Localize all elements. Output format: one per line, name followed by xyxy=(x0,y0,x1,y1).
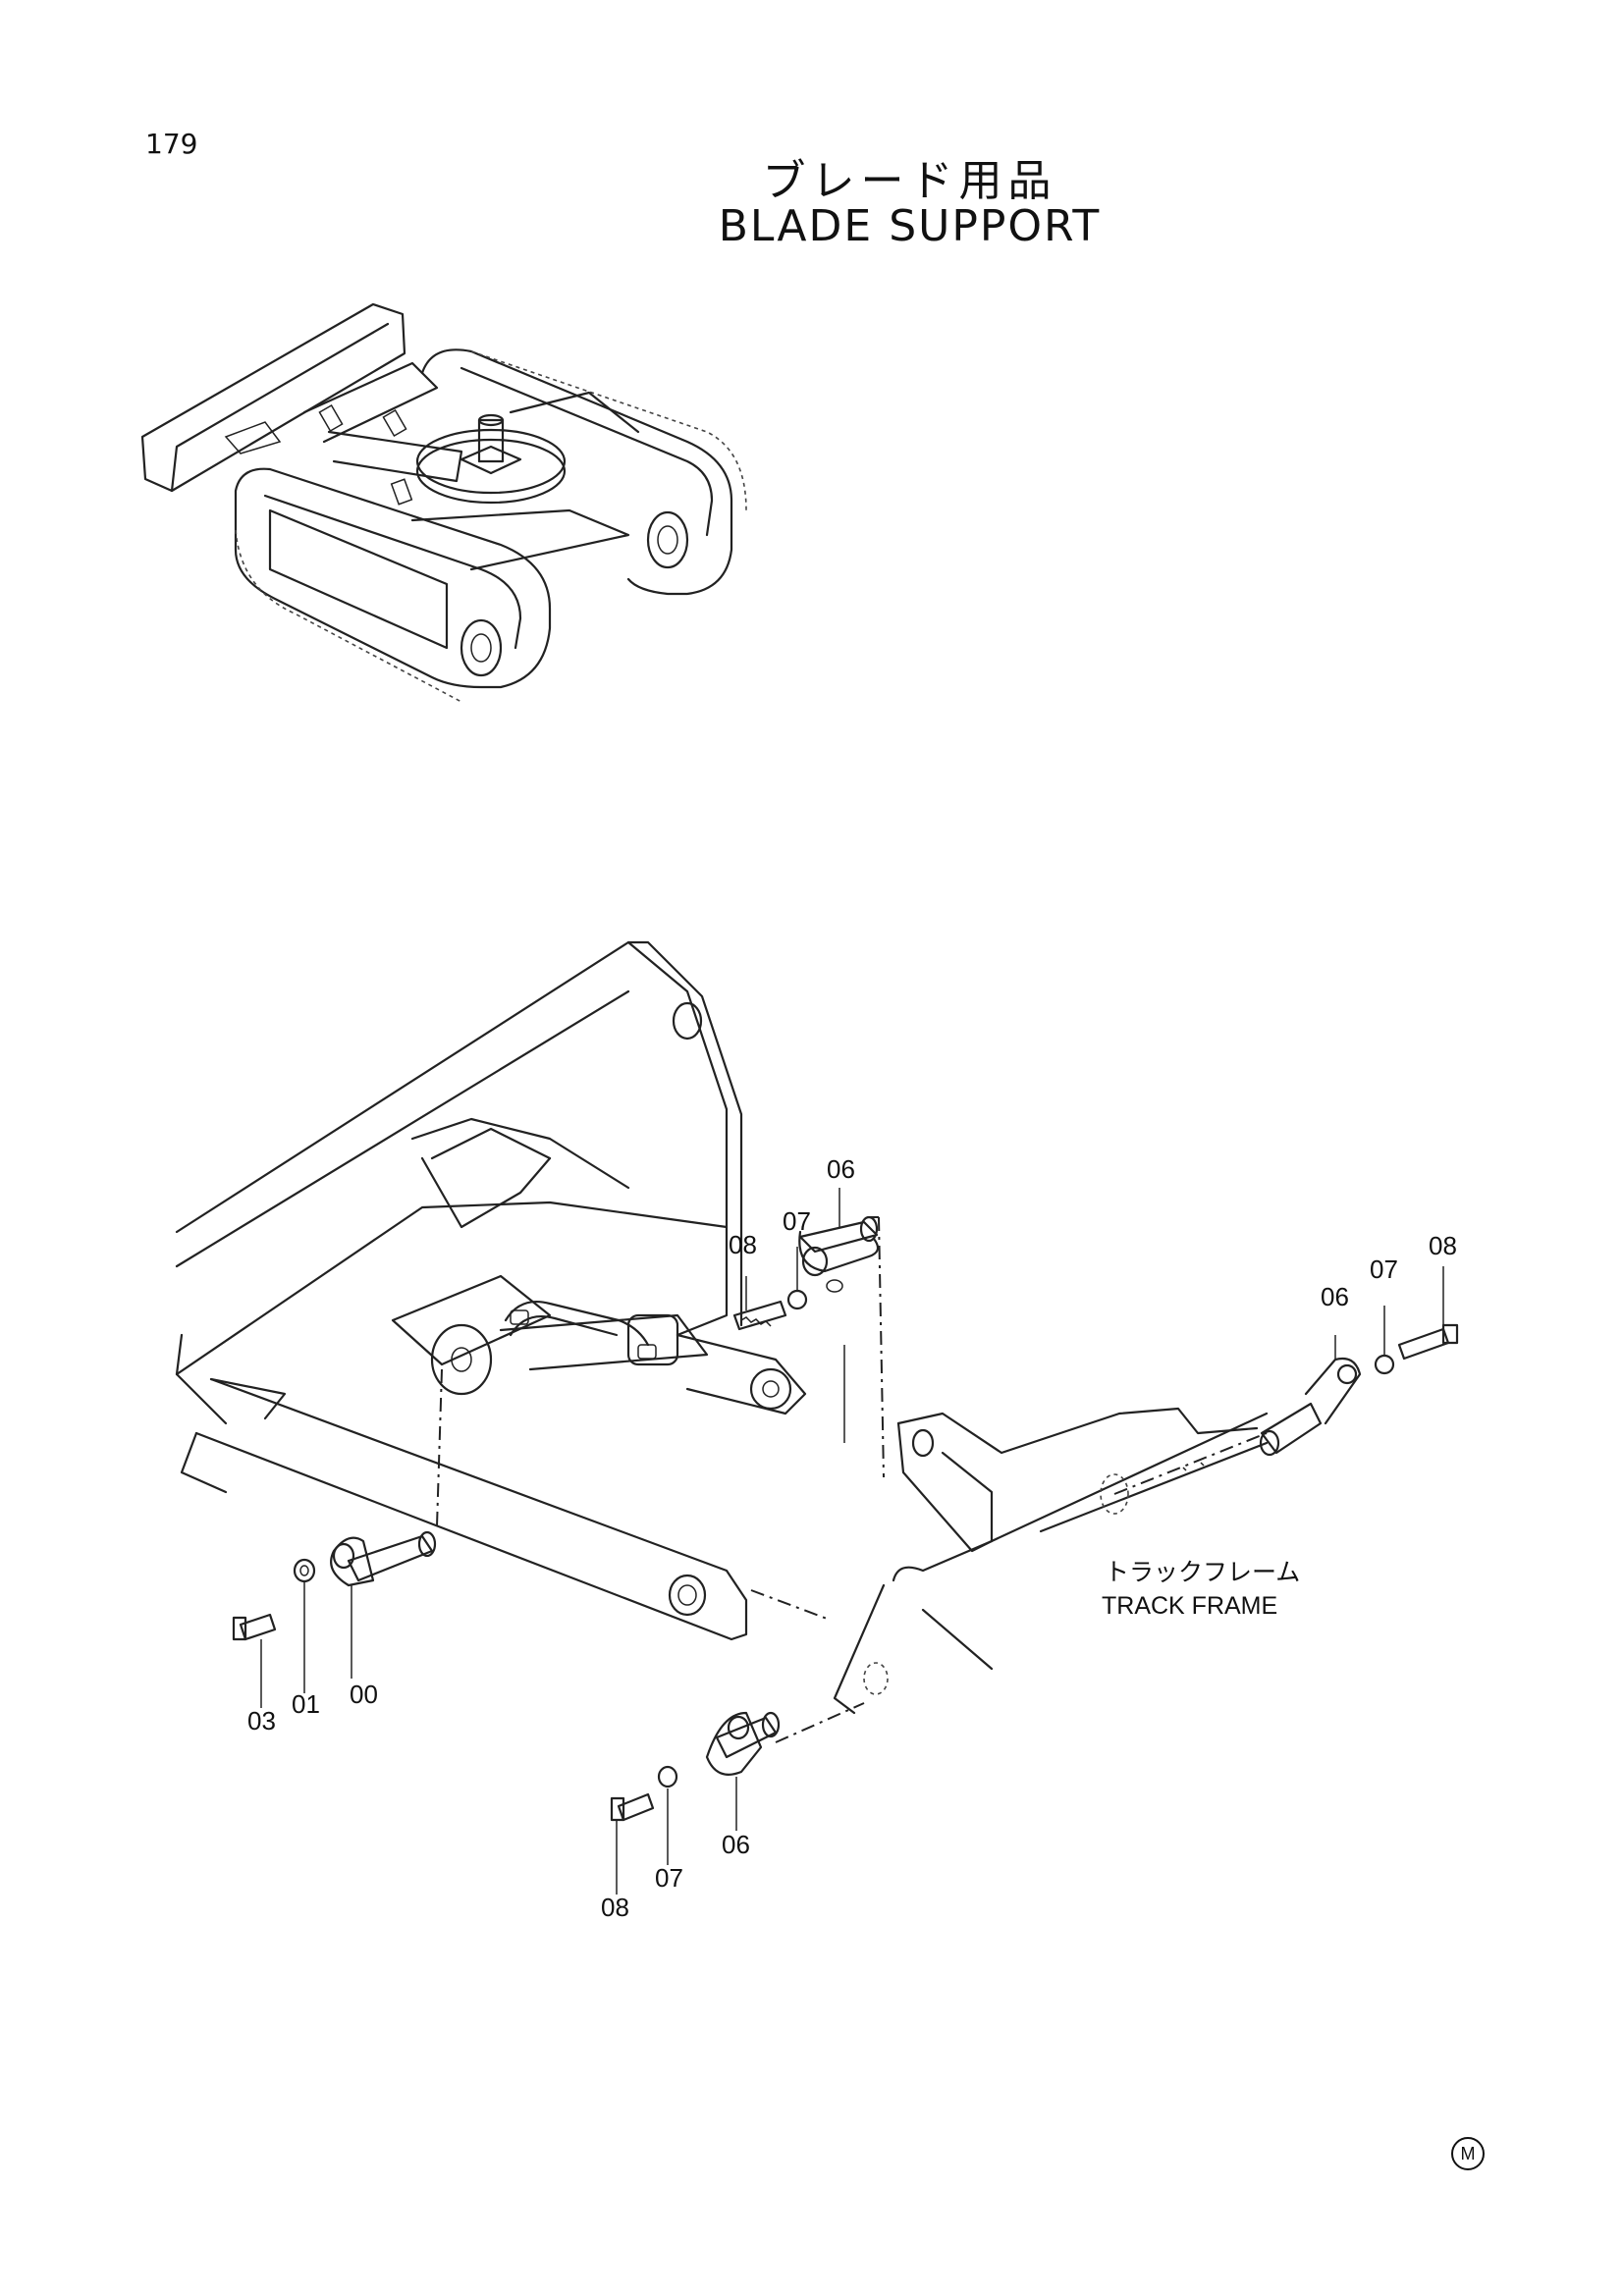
callout-07-bottom: 07 xyxy=(655,1863,683,1893)
page-number: 179 xyxy=(145,128,198,160)
callout-03: 03 xyxy=(247,1706,276,1735)
overview-blade xyxy=(140,302,406,493)
overview-center-frame xyxy=(410,391,640,571)
callout-08-top: 08 xyxy=(729,1230,757,1259)
pin-group-bottom xyxy=(610,1711,781,1822)
overview-right-track xyxy=(420,348,747,596)
callout-06-bottom: 06 xyxy=(722,1830,750,1859)
manufacturer-mark: M xyxy=(1451,2137,1485,2170)
callout-00: 00 xyxy=(350,1680,378,1709)
callout-01: 01 xyxy=(292,1689,320,1719)
blade-arm xyxy=(180,1377,748,1641)
title-english: BLADE SUPPORT xyxy=(718,201,1102,251)
blade-cylinder xyxy=(391,1274,807,1415)
undercarriage-overview-illustration xyxy=(140,302,747,703)
callout-08-bottom: 08 xyxy=(601,1893,629,1922)
overview-left-track xyxy=(234,467,552,703)
track-frame xyxy=(833,1407,1269,1715)
blade-body xyxy=(175,940,743,1425)
callout-07-top: 07 xyxy=(783,1206,811,1236)
track-frame-label-en: TRACK FRAME xyxy=(1102,1592,1277,1620)
callout-leaders xyxy=(260,1188,1444,1895)
title-japanese: ブレード用品 xyxy=(762,156,1057,206)
track-frame-label-jp: トラックフレーム xyxy=(1105,1559,1300,1586)
callout-06-top: 06 xyxy=(827,1154,855,1184)
assembly-center-lines xyxy=(436,1216,1268,1743)
pin-group-left xyxy=(232,1530,437,1641)
overview-blade-arms xyxy=(302,361,463,506)
callout-07-right: 07 xyxy=(1370,1255,1398,1284)
blade-support-detail-illustration: 06 07 08 06 07 08 03 01 00 08 07 06 トラック… xyxy=(175,940,1459,1922)
overview-turntable xyxy=(415,413,567,505)
callout-08-right: 08 xyxy=(1429,1231,1457,1260)
pin-group-right xyxy=(1259,1323,1459,1457)
callout-06-right: 06 xyxy=(1321,1282,1349,1311)
pin-group-top xyxy=(732,1215,880,1443)
